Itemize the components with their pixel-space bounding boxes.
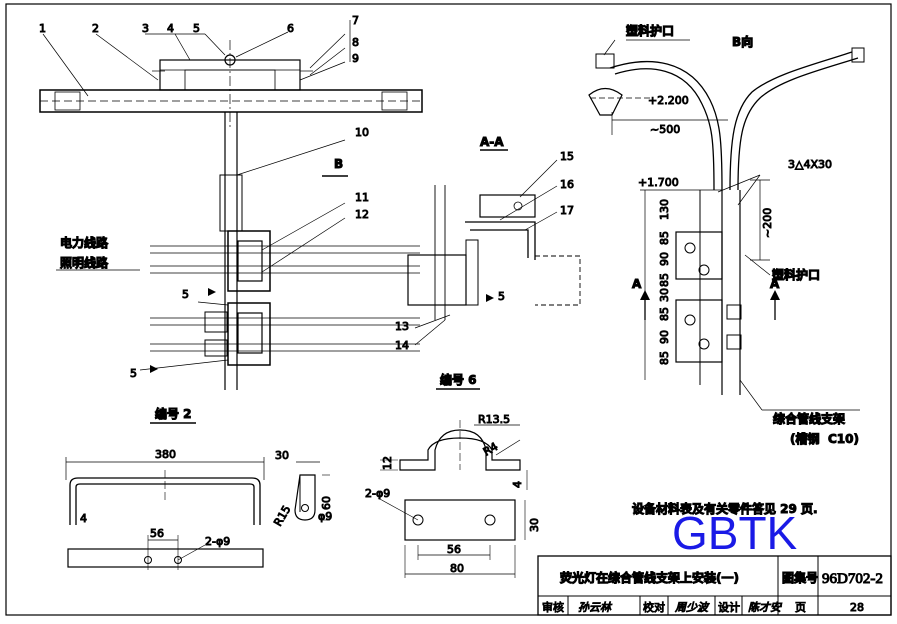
lamp-head bbox=[588, 87, 623, 116]
dim-2phi9-b: 2-φ9 bbox=[365, 487, 390, 500]
dim-30-b: 30 bbox=[528, 518, 541, 532]
item6-title: 编号 6 bbox=[439, 372, 477, 387]
cable-lines bbox=[150, 245, 420, 352]
svg-text:30: 30 bbox=[658, 288, 671, 302]
callout-17: 17 bbox=[560, 204, 574, 217]
frame-border bbox=[5, 3, 892, 616]
svg-text:85: 85 bbox=[658, 273, 671, 287]
weld-mark-5-upper: 5 bbox=[182, 288, 189, 301]
section-a-marker-right: A bbox=[770, 277, 780, 291]
section-b-marker: B bbox=[334, 157, 343, 171]
weld-note: 3△4X30 bbox=[788, 158, 832, 171]
dim-60: 60 bbox=[320, 496, 333, 510]
vertical-dims: 130 85 90 85 30 85 90 85 bbox=[658, 199, 672, 366]
callout-8: 8 bbox=[352, 36, 359, 49]
elevation-2200: +2.200 bbox=[648, 94, 689, 107]
dim-380: 380 bbox=[155, 448, 176, 461]
dim-500: ~500 bbox=[650, 123, 680, 136]
weld-mark-5-aa: 5 bbox=[498, 290, 505, 303]
callout-12: 12 bbox=[355, 208, 369, 221]
dim-56-a: 56 bbox=[150, 527, 164, 540]
watermark: GBTK bbox=[672, 507, 798, 559]
junction-box-upper bbox=[227, 230, 271, 292]
svg-text:85: 85 bbox=[658, 307, 671, 321]
callout-4: 4 bbox=[167, 22, 174, 35]
callout-11: 11 bbox=[355, 191, 369, 204]
section-a-marker-left: A bbox=[632, 277, 642, 291]
dim-2phi9-a: 2-φ9 bbox=[205, 535, 230, 548]
view-b bbox=[588, 39, 865, 411]
section-aa bbox=[407, 149, 581, 346]
svg-text:90: 90 bbox=[658, 252, 671, 266]
callout-14: 14 bbox=[395, 339, 409, 352]
callout-6: 6 bbox=[287, 22, 294, 35]
plastic-guard-side: 塑料护口 bbox=[772, 267, 820, 282]
callout-16: 16 bbox=[560, 178, 574, 191]
item2-end-detail bbox=[294, 461, 330, 521]
callout-15: 15 bbox=[560, 150, 574, 163]
junction-box-lower bbox=[227, 302, 271, 366]
design-label: 设计 bbox=[718, 601, 740, 614]
page-number: 28 bbox=[850, 601, 864, 614]
design-signature: 陈才安 bbox=[748, 601, 782, 614]
check-label: 校对 bbox=[643, 600, 665, 614]
dim-12: 12 bbox=[381, 456, 394, 470]
dim-200: ~200 bbox=[761, 208, 774, 238]
title-block bbox=[537, 555, 892, 616]
page-label: 页 bbox=[795, 601, 806, 614]
dim-4b: 4 bbox=[511, 481, 524, 488]
callout-2: 2 bbox=[92, 22, 99, 35]
svg-text:85: 85 bbox=[658, 231, 671, 245]
section-aa-title: A-A bbox=[480, 135, 504, 149]
review-signature: 孙云林 bbox=[578, 601, 613, 614]
callout-9: 9 bbox=[352, 52, 359, 65]
view-b-title: B向 bbox=[732, 34, 753, 49]
atlas-number: 96D702-2 bbox=[822, 571, 883, 587]
review-label: 审核 bbox=[542, 600, 564, 614]
plastic-guard-top: 塑料护口 bbox=[626, 23, 674, 38]
check-signature: 周少波 bbox=[675, 601, 710, 614]
svg-text:130: 130 bbox=[658, 199, 671, 220]
item6-strap bbox=[377, 420, 528, 578]
dim-r13-5: R13.5 bbox=[478, 413, 510, 426]
callout-5: 5 bbox=[193, 22, 200, 35]
callout-7: 7 bbox=[352, 14, 359, 27]
lighting-line-label: 照明线路 bbox=[60, 255, 109, 270]
dim-80: 80 bbox=[450, 562, 464, 575]
callout-1: 1 bbox=[39, 22, 46, 35]
cable-bracket-label: 综合管线支架 bbox=[773, 411, 845, 426]
weld-mark-5-lower: 5 bbox=[130, 367, 137, 380]
dim-4: 4 bbox=[80, 512, 87, 525]
channel-spec: C10) bbox=[828, 432, 859, 446]
item2-bracket bbox=[65, 457, 265, 570]
callout-10: 10 bbox=[355, 126, 369, 139]
drawing-title: 荧光灯在综合管线支架上安装(一) bbox=[560, 570, 739, 585]
dim-r15: R15 bbox=[271, 503, 293, 528]
main-elevation bbox=[39, 20, 423, 390]
power-line-label: 电力线路 bbox=[60, 235, 109, 250]
channel-label: (槽钢 bbox=[790, 431, 820, 446]
callout-13: 13 bbox=[395, 320, 409, 333]
svg-text:90: 90 bbox=[658, 330, 671, 344]
callout-3: 3 bbox=[142, 22, 149, 35]
elevation-1700: +1.700 bbox=[638, 176, 679, 189]
svg-text:85: 85 bbox=[658, 351, 671, 365]
item2-title: 编号 2 bbox=[154, 406, 192, 421]
dim-56-b: 56 bbox=[447, 543, 461, 556]
atlas-label: 图集号 bbox=[782, 570, 818, 585]
material-note: 设备材料表及有关零件答见 29 页. bbox=[632, 501, 818, 516]
dim-phi9-a: φ9 bbox=[318, 510, 332, 523]
dim-30-a: 30 bbox=[275, 449, 289, 462]
